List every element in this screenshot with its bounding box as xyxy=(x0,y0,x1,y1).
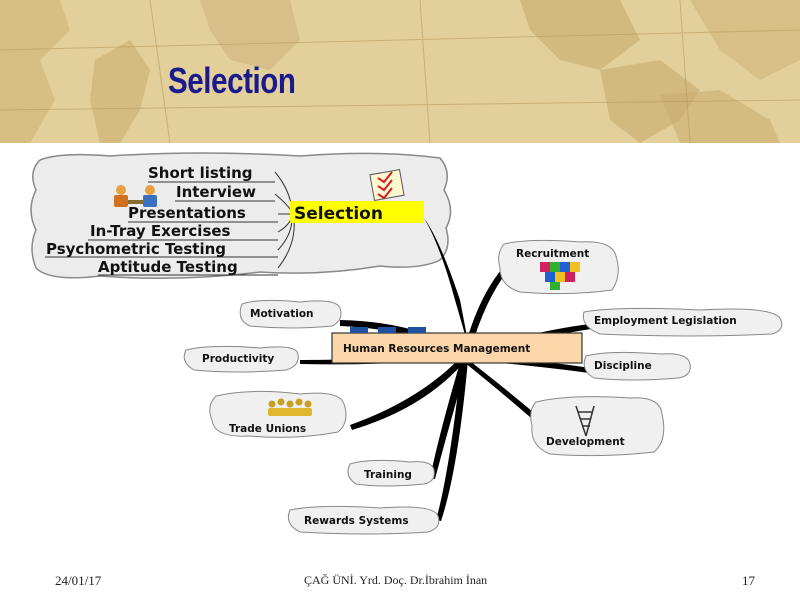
discipline-node: Discipline xyxy=(594,360,652,372)
employment-legislation-node: Employment Legislation xyxy=(594,315,737,327)
trade-unions-people-icon xyxy=(268,398,312,416)
motivation-node: Motivation xyxy=(250,308,314,320)
hr-mind-map: Short listing Interview Presentations In… xyxy=(30,152,783,535)
motivation-cloud xyxy=(239,299,342,329)
employment-legislation-cloud xyxy=(582,307,783,337)
central-tab-3 xyxy=(408,327,426,333)
selection-node: Selection xyxy=(294,204,383,224)
world-map-background xyxy=(0,0,800,143)
footer-date: 24/01/17 xyxy=(55,573,102,588)
selection-connectors xyxy=(45,171,295,276)
development-node: Development xyxy=(546,436,625,448)
trade-unions-node: Trade Unions xyxy=(229,423,306,435)
discipline-cloud xyxy=(583,351,691,381)
training-node: Training xyxy=(364,469,412,481)
development-cloud xyxy=(530,396,665,457)
ladder-icon xyxy=(575,405,595,437)
puzzle-pieces-icon xyxy=(540,262,580,290)
central-node: Human Resources Management xyxy=(343,343,530,355)
selection-item-interview: Interview xyxy=(176,183,256,201)
central-node-box xyxy=(331,332,583,364)
footer-page-number: 17 xyxy=(742,573,755,588)
footer-author: ÇAĞ ÜNİ. Yrd. Doç. Dr.İbrahim İnan xyxy=(304,573,488,587)
productivity-cloud xyxy=(183,345,299,373)
selection-item-in-tray-exercises: In-Tray Exercises xyxy=(90,222,231,240)
selection-item-presentations: Presentations xyxy=(128,204,246,222)
slide-title: Selection xyxy=(168,60,296,101)
central-tab-1 xyxy=(350,327,368,333)
header-banner: Selection xyxy=(0,0,800,143)
training-cloud xyxy=(347,459,435,487)
selection-item-short-listing: Short listing xyxy=(148,164,253,182)
selection-cloud xyxy=(30,152,452,279)
recruitment-node: Recruitment xyxy=(516,248,589,260)
selection-item-aptitude-testing: Aptitude Testing xyxy=(98,258,238,276)
interview-people-icon xyxy=(114,185,157,207)
rewards-systems-cloud xyxy=(287,505,440,535)
selection-item-psychometric-testing: Psychometric Testing xyxy=(46,240,226,258)
central-tab-2 xyxy=(378,327,396,333)
productivity-node: Productivity xyxy=(202,353,274,365)
rewards-systems-node: Rewards Systems xyxy=(304,515,409,527)
selection-node-highlight xyxy=(290,201,424,223)
checklist-icon xyxy=(369,169,405,201)
